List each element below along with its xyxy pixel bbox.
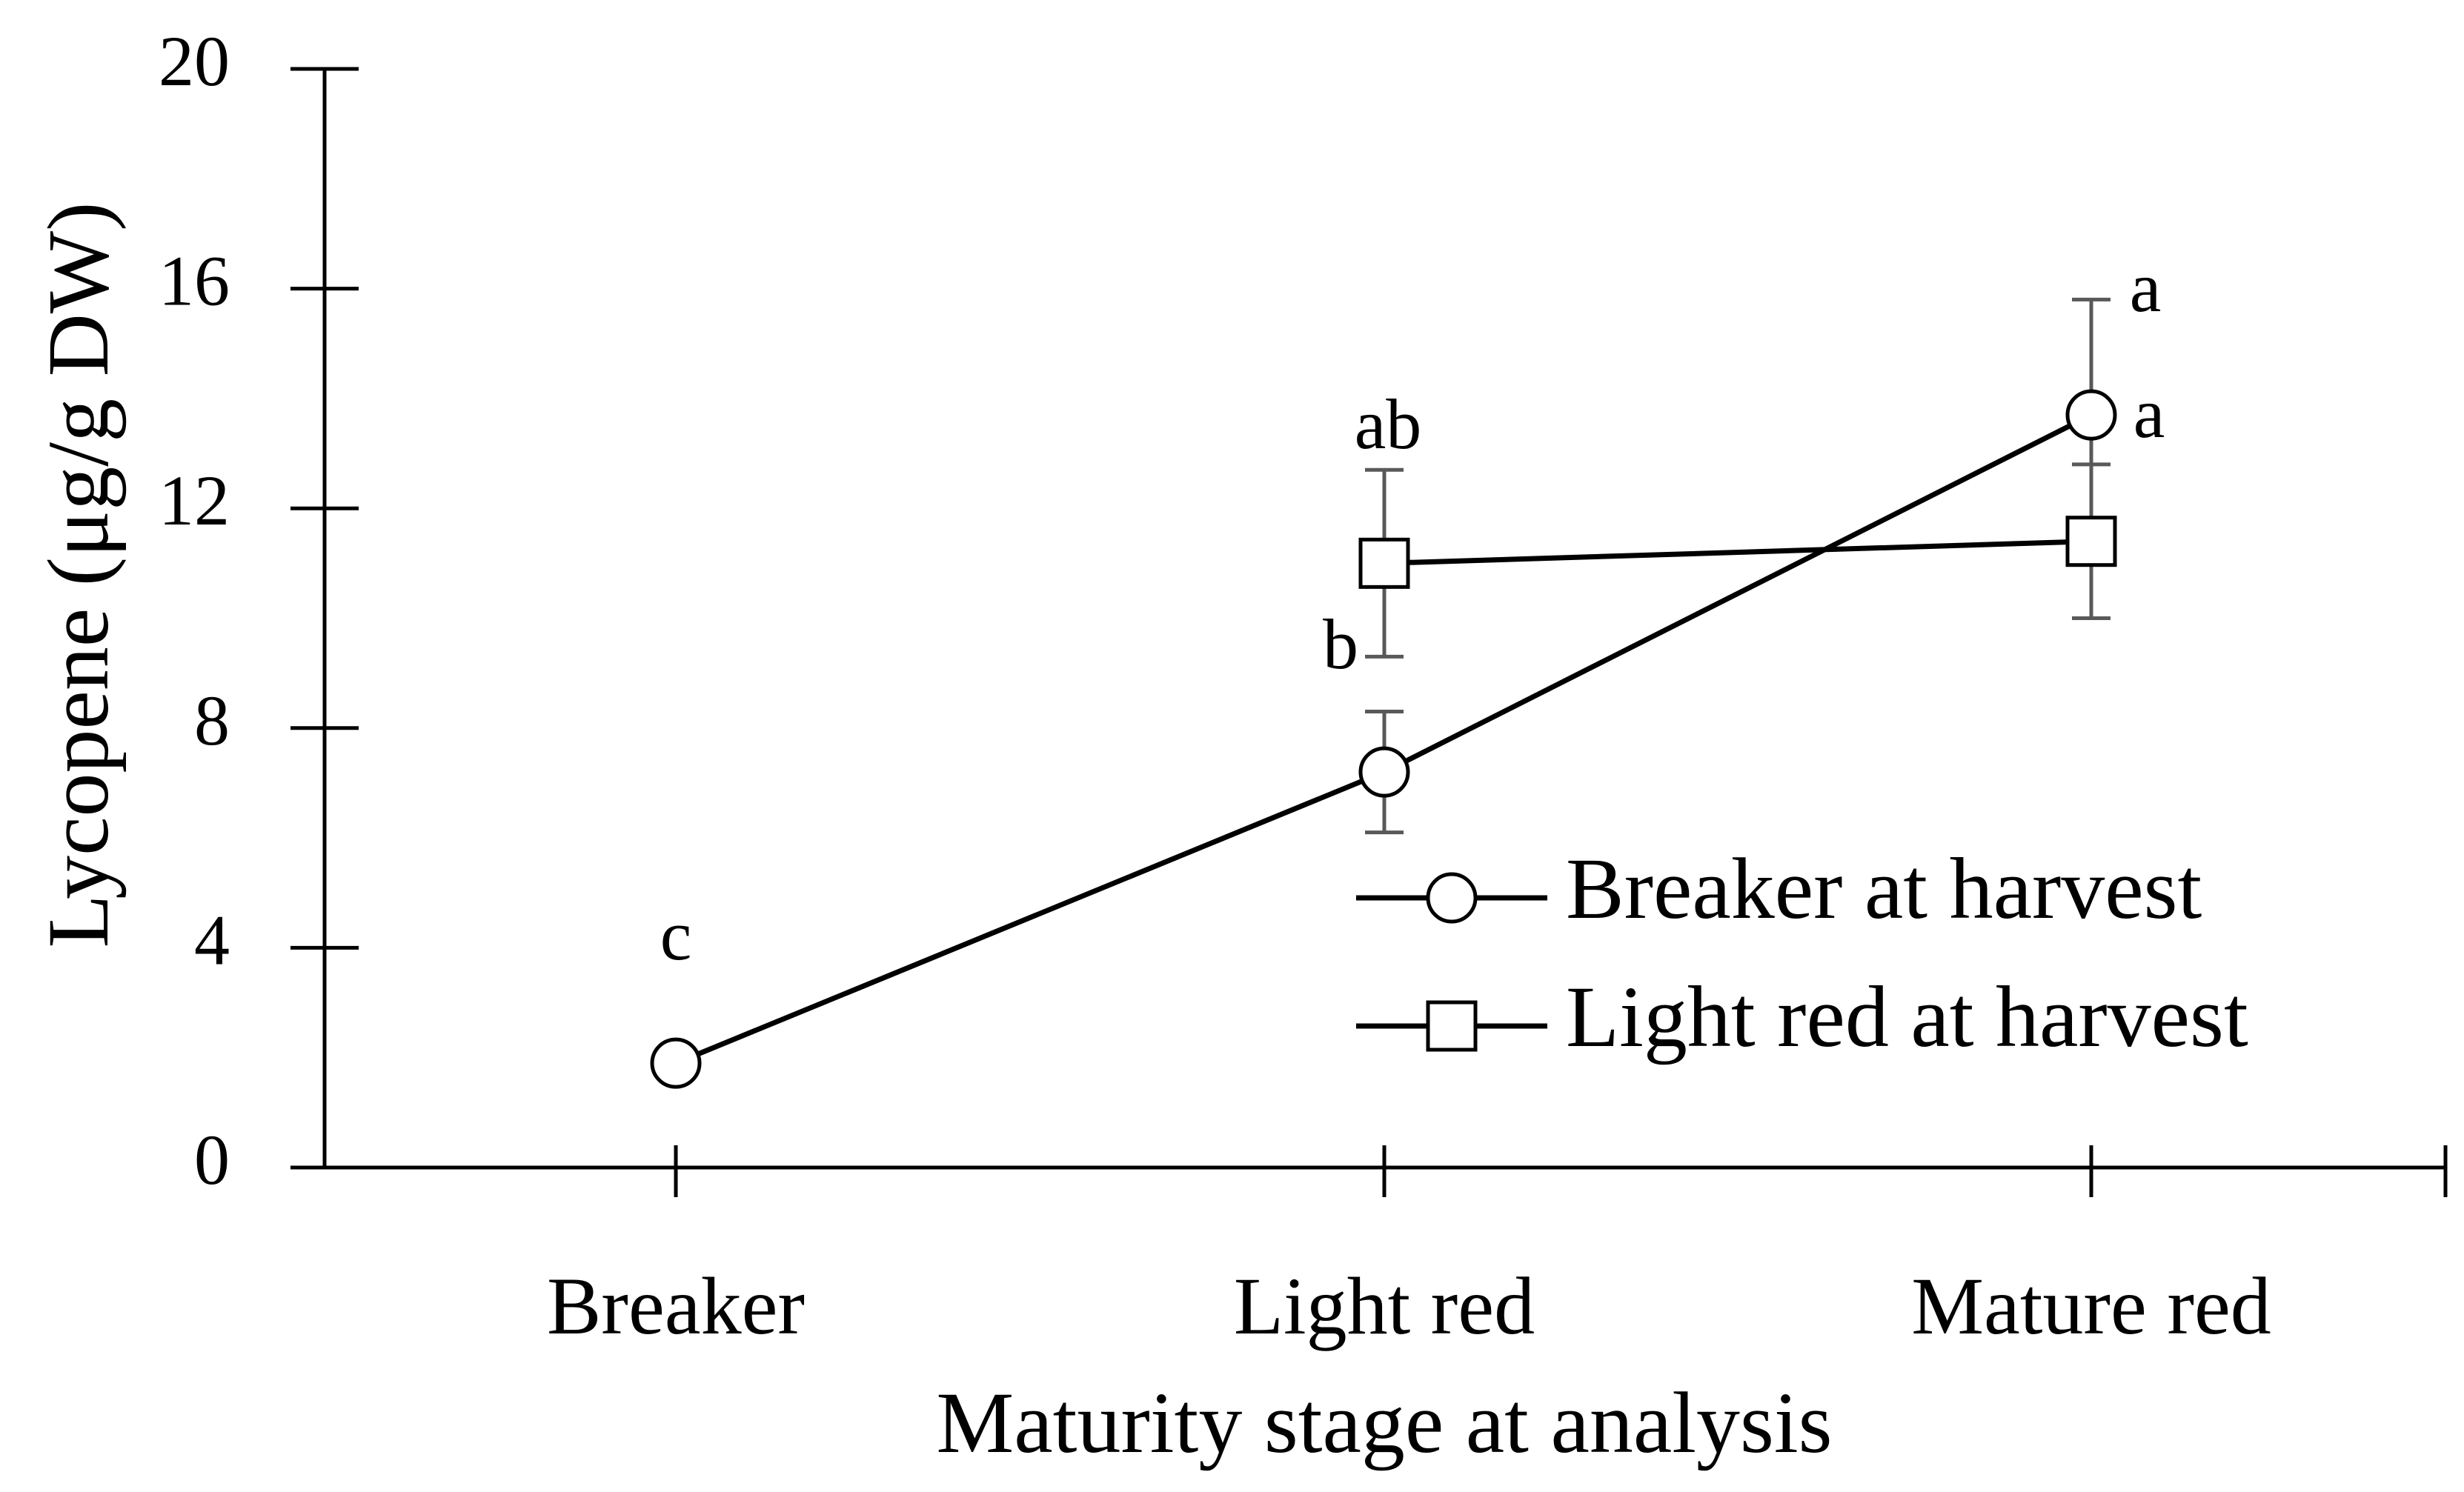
legend-square-marker	[1426, 1000, 1478, 1052]
x-axis-ticks: Breaker Light red Mature red	[547, 1145, 2448, 1351]
y-tick-label: 8	[194, 681, 230, 760]
significance-letter: b	[1323, 605, 1358, 684]
y-tick-label: 0	[194, 1120, 230, 1199]
square-marker	[1358, 537, 1410, 589]
axes	[290, 69, 2445, 1170]
series-line-light-red-at-harvest	[1384, 539, 2092, 566]
data-point-markers	[650, 389, 2117, 1089]
legend-circle-marker	[1426, 872, 1478, 924]
significance-letter: ab	[1355, 384, 1422, 464]
y-tick-label: 12	[159, 461, 230, 540]
y-axis-title: Lycopene (μg/g DW)	[30, 202, 127, 948]
x-axis-title: Maturity stage at analysis	[936, 1374, 1832, 1471]
x-tick-label: Breaker	[547, 1261, 805, 1351]
legend-label: Breaker at harvest	[1566, 840, 2202, 937]
x-tick-label: Light red	[1234, 1261, 1535, 1351]
y-axis-ticks: 0 4 8 12 16 20	[159, 21, 359, 1199]
circle-marker	[2065, 389, 2117, 441]
y-tick-label: 20	[159, 21, 230, 101]
significance-letter: c	[660, 896, 692, 975]
circle-marker	[1358, 746, 1410, 798]
y-tick-label: 16	[159, 242, 230, 321]
circle-marker	[650, 1037, 702, 1089]
significance-letters: c b a ab a	[660, 247, 2165, 975]
error-bars	[1365, 297, 2111, 835]
significance-letter: a	[2133, 373, 2165, 453]
significance-letter: a	[2130, 247, 2162, 327]
x-tick-label: Mature red	[1911, 1261, 2271, 1351]
legend-label: Light red at harvest	[1566, 968, 2248, 1065]
y-tick-label: 4	[194, 900, 230, 979]
square-marker	[2065, 516, 2117, 567]
